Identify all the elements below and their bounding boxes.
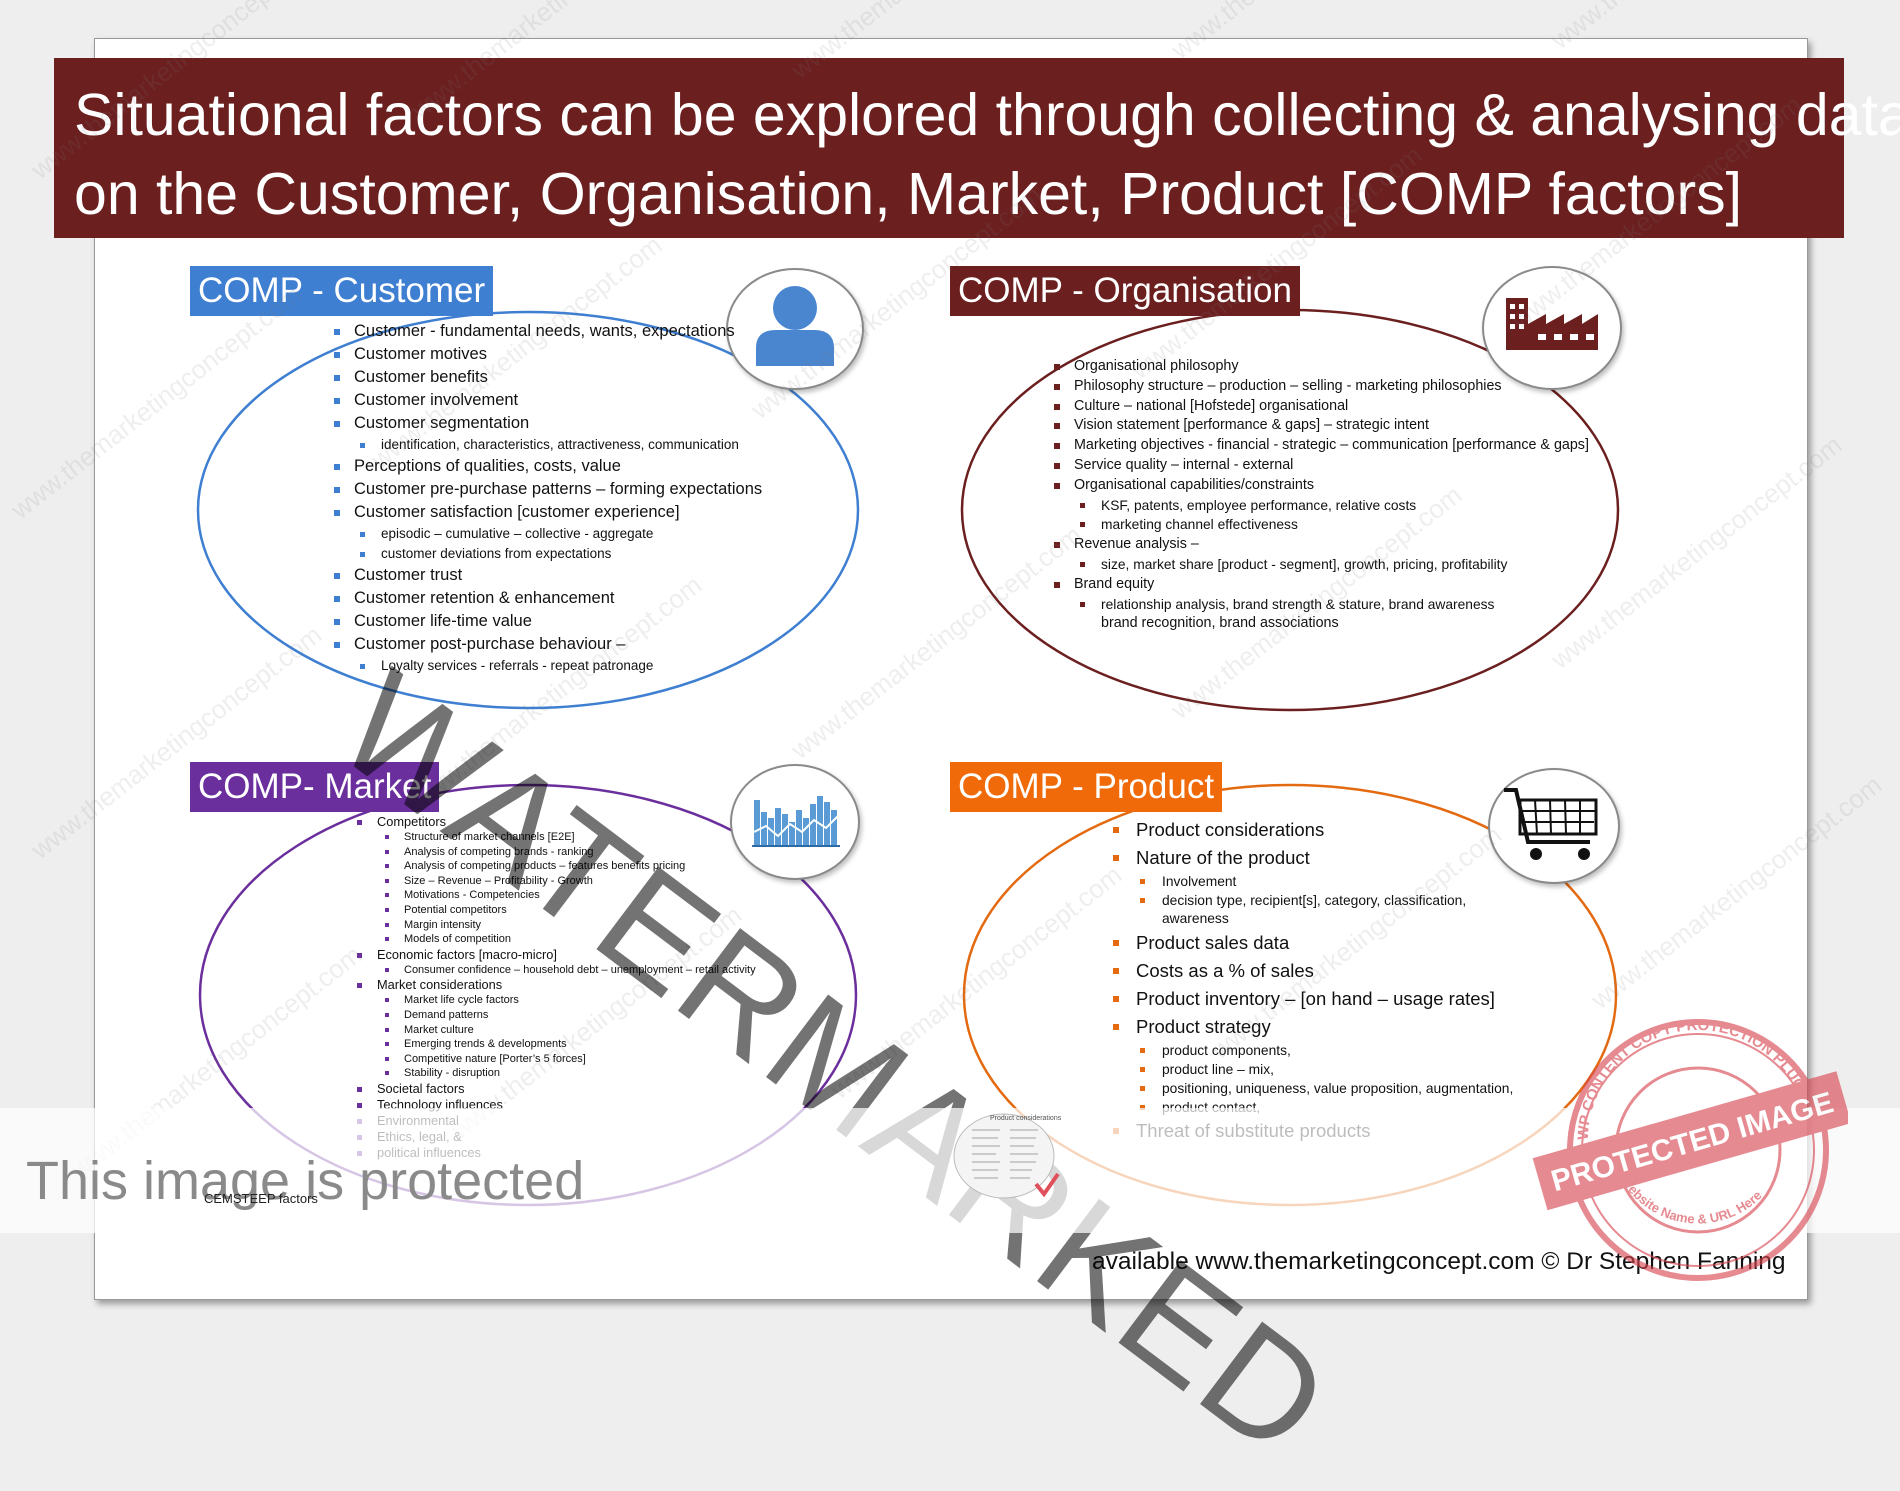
customer-item: Customer benefits <box>332 366 762 389</box>
checkmark-icon <box>1034 1172 1060 1198</box>
product-title: COMP - Product <box>950 762 1223 812</box>
market-item: Demand patterns <box>355 1008 756 1023</box>
customer-item: Customer involvement <box>332 389 762 412</box>
customer-item: Customer trust <box>332 564 762 587</box>
market-item: Societal factors <box>355 1081 756 1097</box>
product-item: Costs as a % of sales <box>1110 957 1513 985</box>
organisation-item: marketing channel effectiveness <box>1052 515 1589 535</box>
person-icon <box>756 286 834 366</box>
customer-item: Customer - fundamental needs, wants, exp… <box>332 320 762 343</box>
factory-icon <box>1506 298 1598 350</box>
organisation-item: Organisational philosophy <box>1052 357 1589 377</box>
credit-line: available www.themarketingconcept.com © … <box>1092 1248 1786 1275</box>
title-line-1: Situational factors can be explored thro… <box>74 82 1900 148</box>
market-item: Size – Revenue – Profitability - Growth <box>355 874 756 889</box>
customer-item: Perceptions of qualities, costs, value <box>332 455 762 478</box>
product-item: awareness <box>1162 911 1229 926</box>
organisation-item: Philosophy structure – production – sell… <box>1052 377 1589 397</box>
protected-notice: This image is protected <box>26 1151 585 1211</box>
market-item: Emerging trends & developments <box>355 1037 756 1052</box>
organisation-item: KSF, patents, employee performance, rela… <box>1052 496 1589 516</box>
market-title: COMP- Market <box>190 762 440 812</box>
market-item: Competitors <box>355 814 756 830</box>
customer-item: episodic – cumulative – collective - agg… <box>332 524 762 544</box>
product-item: product line – mix, <box>1110 1060 1513 1079</box>
title-line-2: on the Customer, Organisation, Market, P… <box>74 161 1742 227</box>
market-item: Consumer confidence – household debt – u… <box>355 963 756 978</box>
market-item: Market considerations <box>355 977 756 993</box>
market-item: Competitive nature [Porter’s 5 forces] <box>355 1052 756 1067</box>
product-item: Product considerations <box>1110 816 1513 844</box>
market-item: Analysis of competing brands - ranking <box>355 845 756 860</box>
product-item: decision type, recipient[s], category, c… <box>1110 891 1513 910</box>
customer-list: Customer - fundamental needs, wants, exp… <box>332 320 762 676</box>
product-item: product components, <box>1110 1041 1513 1060</box>
organisation-item: Vision statement [performance & gaps] – … <box>1052 416 1589 436</box>
customer-title: COMP - Customer <box>190 266 494 316</box>
bar-chart-icon <box>752 796 840 847</box>
customer-item: identification, characteristics, attract… <box>332 435 762 455</box>
organisation-item: Organisational capabilities/constraints <box>1052 476 1589 496</box>
organisation-item: Service quality – internal - external <box>1052 456 1589 476</box>
organisation-item: Revenue analysis – <box>1052 535 1589 555</box>
market-item: Potential competitors <box>355 903 756 918</box>
market-item: Models of competition <box>355 932 756 947</box>
market-item: Analysis of competing products – feature… <box>355 859 756 874</box>
market-item: Market life cycle factors <box>355 993 756 1008</box>
organisation-item: Brand equity <box>1052 575 1589 595</box>
customer-item: Customer pre-purchase patterns – forming… <box>332 478 762 501</box>
organisation-item: Culture – national [Hofstede] organisati… <box>1052 397 1589 417</box>
customer-item: Customer segmentation <box>332 412 762 435</box>
product-item: Product inventory – [on hand – usage rat… <box>1110 985 1513 1013</box>
organisation-item: Marketing objectives - financial - strat… <box>1052 436 1589 456</box>
product-item: Product sales data <box>1110 929 1513 957</box>
product-item: Involvement <box>1110 872 1513 891</box>
customer-ellipse <box>196 310 860 710</box>
product-item: positioning, uniqueness, value propositi… <box>1110 1079 1513 1098</box>
organisation-item: size, market share [product - segment], … <box>1052 555 1589 575</box>
organisation-title: COMP - Organisation <box>950 266 1300 316</box>
market-item: Economic factors [macro-micro] <box>355 947 756 963</box>
organisation-item: relationship analysis, brand strength & … <box>1052 595 1589 615</box>
slide-canvas <box>94 38 1808 1300</box>
shopping-cart-icon <box>1504 788 1598 860</box>
title-banner: Situational factors can be explored thro… <box>54 58 1900 238</box>
customer-item: Customer retention & enhancement <box>332 587 762 610</box>
customer-item: Customer life-time value <box>332 610 762 633</box>
protection-stamp: WP CONTENT COPY PROTECTION PLUGIN My Web… <box>1532 1017 1848 1281</box>
product-item: Product strategy <box>1110 1013 1513 1041</box>
organisation-item: brand recognition, brand associations <box>1101 615 1339 632</box>
organisation-icon-circle <box>1482 266 1622 390</box>
customer-item: Loyalty services - referrals - repeat pa… <box>332 656 762 676</box>
market-item: Structure of market channels [E2E] <box>355 830 756 845</box>
customer-item: Customer satisfaction [customer experien… <box>332 501 762 524</box>
market-item: Stability - disruption <box>355 1066 756 1081</box>
market-item: Margin intensity <box>355 918 756 933</box>
product-icon-circle <box>1488 768 1620 884</box>
customer-icon-circle <box>726 268 864 390</box>
thumbnail-title: Product considerations <box>990 1115 1062 1122</box>
market-icon-circle <box>730 764 860 880</box>
thumbnail-preview: Product considerations <box>953 1113 1062 1199</box>
market-item: Motivations - Competencies <box>355 888 756 903</box>
market-footnote: CEMSTEEP factors <box>204 1191 318 1206</box>
market-item: Market culture <box>355 1023 756 1038</box>
customer-item: Customer motives <box>332 343 762 366</box>
customer-item: Customer post-purchase behaviour – <box>332 633 762 656</box>
product-item: Nature of the product <box>1110 844 1513 872</box>
customer-item: customer deviations from expectations <box>332 544 762 564</box>
